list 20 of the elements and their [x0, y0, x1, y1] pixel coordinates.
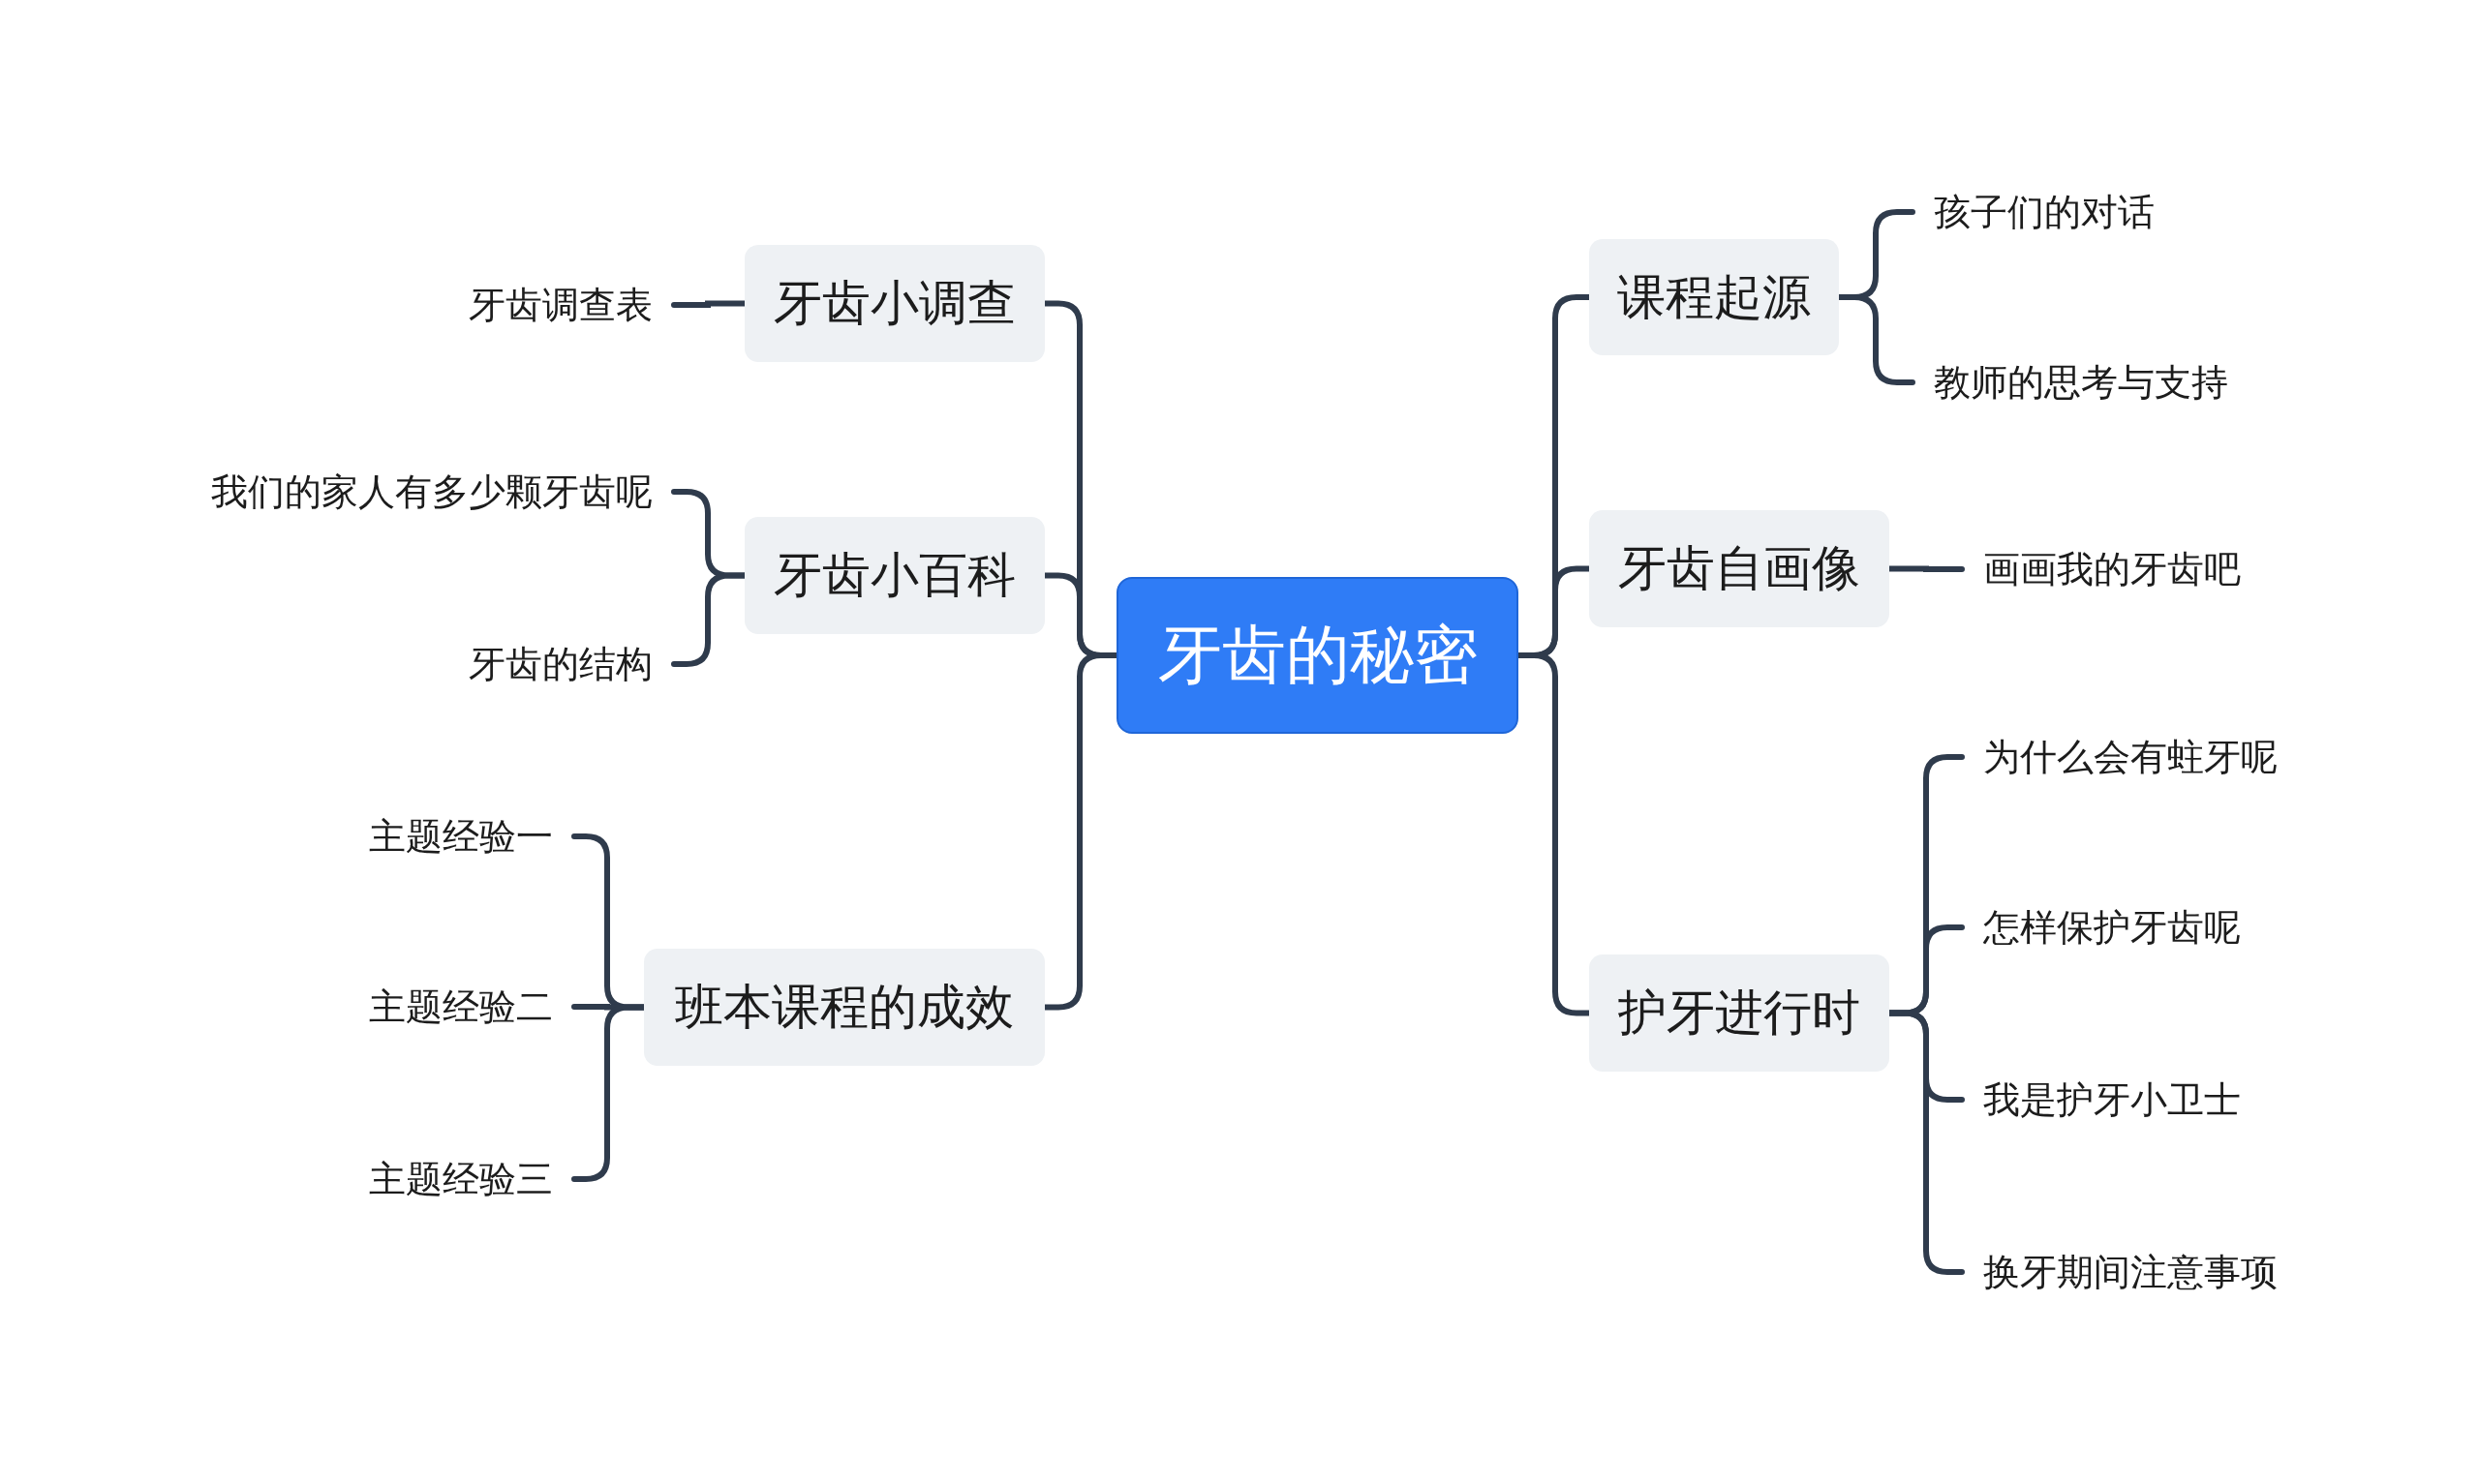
subtopic-box: 牙齿自画像: [1589, 510, 1889, 627]
topic-text: 主题经验一: [71, 812, 574, 861]
topic-text: 我是护牙小卫士: [1962, 1075, 2465, 1124]
subtopic-box: 护牙进行时: [1589, 954, 1889, 1072]
topic-text: 牙齿调查表: [170, 281, 674, 329]
subtopic-box: 牙齿小调查: [745, 245, 1045, 362]
topic-text: 怎样保护牙齿呢: [1962, 903, 2465, 952]
subtopic-box: 班本课程的成效: [644, 949, 1045, 1066]
subtopic-box: 牙齿小百科: [745, 517, 1045, 634]
topic-text: 换牙期间注意事项: [1962, 1248, 2465, 1296]
topic-text: 牙齿的结构: [170, 640, 674, 688]
topic-text: 主题经验三: [71, 1155, 574, 1203]
topic-text: 教师的思考与支持: [1913, 358, 2416, 407]
topic-text: 主题经验二: [71, 983, 574, 1031]
central-topic-box: 牙齿的秘密: [1117, 577, 1518, 734]
subtopic-box: 课程起源: [1589, 239, 1839, 355]
topic-text: 画画我的牙齿吧: [1962, 545, 2465, 593]
topic-text: 为什么会有蛀牙呢: [1962, 733, 2465, 781]
topic-text: 孩子们的对话: [1913, 188, 2416, 236]
topic-text: 我们的家人有多少颗牙齿呢: [170, 468, 674, 516]
